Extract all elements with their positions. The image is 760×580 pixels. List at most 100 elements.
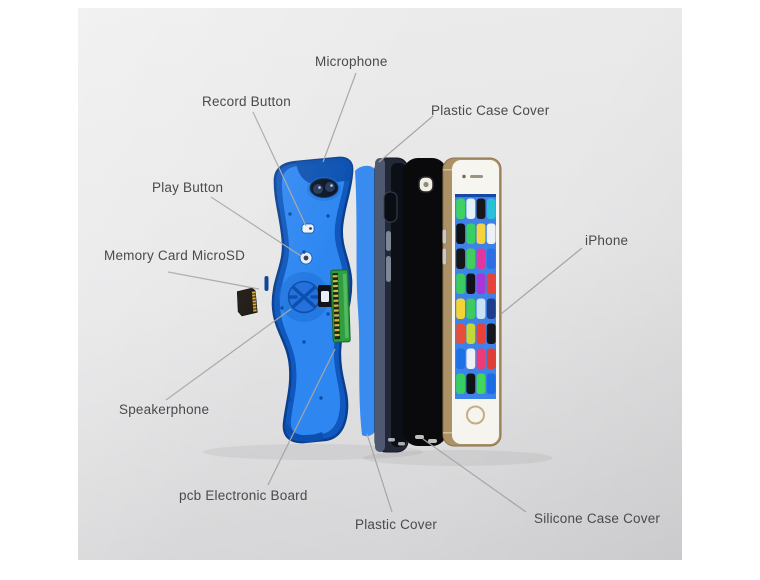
shell-screws	[280, 212, 330, 402]
lens-highlight	[318, 186, 321, 189]
app-icon	[476, 373, 486, 394]
app-icon	[476, 223, 486, 244]
app-icon	[466, 348, 476, 369]
app-icon	[466, 248, 476, 269]
case-cover-side-edge	[375, 158, 385, 452]
silicone-camera-dot	[423, 181, 429, 188]
label-plastic-cover: Plastic Cover	[355, 517, 438, 532]
pcb-pin	[333, 284, 338, 288]
shell-top-lip	[296, 157, 353, 185]
pcb-pin	[334, 314, 339, 317]
pcb-pin	[334, 333, 340, 337]
status-bar	[455, 194, 496, 197]
pcb-pin	[334, 328, 340, 332]
app-icon	[476, 273, 486, 294]
home-button	[466, 405, 485, 425]
app-icon	[456, 248, 465, 269]
shell-side-slot	[264, 276, 269, 291]
iphone-volume-button	[442, 247, 447, 266]
app-icon	[456, 323, 465, 344]
iphone-volume-button	[442, 228, 447, 245]
speaker-x-pattern	[288, 286, 320, 308]
case-camera-slot	[383, 191, 398, 223]
recorder-shell	[264, 156, 354, 444]
microsd-pin	[252, 294, 256, 297]
label-iphone: iPhone	[585, 233, 629, 248]
case-bottom-slot	[388, 438, 395, 442]
play-button-dot	[303, 255, 309, 261]
app-icon	[486, 273, 496, 294]
front-camera-dot	[462, 174, 466, 179]
label-microphone: Microphone	[315, 54, 388, 69]
antenna-line	[443, 432, 452, 434]
app-icon	[486, 323, 496, 344]
lens-highlight	[330, 184, 333, 187]
label-pcb-electronic-board: pcb Electronic Board	[179, 488, 308, 503]
microsd-pin	[252, 300, 257, 303]
microsd-slot	[321, 291, 329, 302]
app-icon	[456, 373, 465, 394]
exploded-device-illustration	[165, 72, 583, 513]
shadow	[363, 450, 553, 466]
app-icon	[456, 348, 465, 369]
microsd-pin	[252, 297, 256, 300]
plastic-cover-sheet	[355, 165, 380, 437]
app-icon	[486, 348, 496, 369]
label-plastic-case-cover: Plastic Case Cover	[431, 103, 550, 118]
shell-bottom-lip	[284, 424, 324, 442]
app-icon	[456, 273, 465, 294]
case-volume-button	[386, 256, 391, 282]
app-icon	[486, 223, 496, 244]
app-icon	[466, 373, 476, 394]
leader-line-memory-card-microsd	[167, 271, 260, 290]
app-icon-grid	[456, 198, 496, 394]
earpiece	[470, 175, 483, 178]
leader-line-play-button	[210, 196, 302, 257]
pcb-edge-highlight	[342, 273, 349, 338]
app-icon	[466, 298, 476, 319]
leader-line-iphone	[500, 247, 583, 315]
leader-line-plastic-case-cover	[378, 115, 434, 163]
app-icon	[466, 323, 476, 344]
leader-line-record-button	[252, 111, 307, 227]
pcb-pin	[333, 304, 339, 307]
label-play-button: Play Button	[152, 180, 224, 195]
label-speakerphone: Speakerphone	[119, 402, 210, 417]
microsd-card	[236, 287, 258, 317]
pcb-pin	[333, 309, 339, 312]
leader-line-silicone-case-cover	[422, 438, 527, 513]
app-icon	[476, 198, 486, 219]
app-icon	[486, 373, 496, 394]
silicone-port-slot	[428, 439, 437, 443]
app-icon	[476, 248, 486, 269]
case-volume-button	[386, 231, 391, 251]
app-icon	[466, 198, 476, 219]
microsd-pin	[251, 291, 256, 294]
iphone-device	[442, 157, 502, 447]
microsd-pins	[251, 291, 257, 312]
app-icon	[486, 248, 496, 269]
pcb-board	[330, 269, 351, 343]
pcb-pin	[334, 324, 340, 327]
record-button-dot	[309, 227, 312, 230]
leader-lines	[165, 72, 583, 513]
record-button	[301, 223, 315, 234]
camera-lens-hole	[325, 182, 335, 192]
app-icon	[476, 348, 486, 369]
app-icon	[486, 198, 496, 219]
silicone-port-slot	[415, 435, 424, 439]
pcb-pin	[333, 294, 339, 298]
pcb-pin-row	[332, 275, 340, 337]
pcb-pin	[334, 319, 340, 322]
microsd-pin	[252, 306, 257, 309]
app-icon	[486, 298, 496, 319]
leader-line-speakerphone	[165, 308, 292, 401]
shadow	[203, 444, 423, 460]
app-icon	[476, 323, 486, 344]
antenna-line	[443, 169, 452, 171]
pcb-pin	[333, 299, 339, 302]
app-icon	[456, 223, 465, 244]
leader-line-pcb-electronic-board	[267, 348, 336, 486]
app-icon	[476, 298, 486, 319]
